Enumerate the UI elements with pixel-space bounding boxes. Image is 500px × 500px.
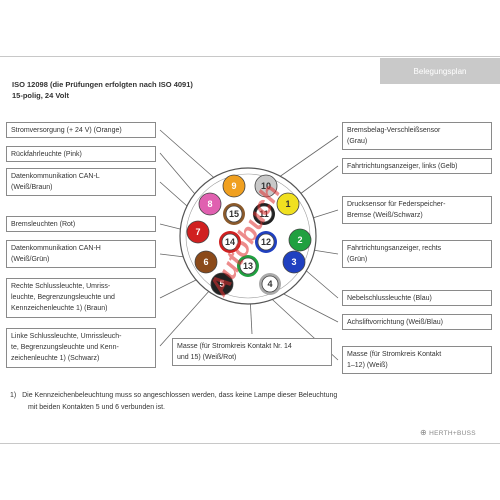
pin-11-number: 11 [259,209,269,219]
pin-9 [222,174,246,198]
diagram-title: ISO 12098 (die Prüfungen erfolgten nach … [12,80,193,89]
label-left-tail-light: Linke Schlussleuchte, Umrissleuch-te, Be… [6,328,156,368]
label-pressure-sensor: Drucksensor für Federspeicher- Bremse (We… [342,196,492,224]
pointer-line-12 [275,289,339,323]
pin-2 [288,228,312,252]
label-power-supply: Stromversorgung (+ 24 V) (Orange) [6,122,156,138]
label-can-low: Datenkommunikation CAN-L (Weiß/Braun) [6,168,156,196]
pin-10-number: 10 [261,181,271,191]
footnote-line2: mit beiden Kontakten 5 und 6 verbunden i… [28,404,165,411]
footnote-text-1: Die Kennzeichenbeleuchtung muss so anges… [22,392,338,399]
pin-4-number: 4 [267,279,272,289]
header-tab: Belegungsplan [380,58,500,84]
label-right-4-line-1: Nebelschlussleuchte (Blau) [347,295,432,302]
brand-icon: ⊕ [420,428,428,437]
label-left-2-line-1: Datenkommunikation CAN-L [11,173,100,180]
pin-7 [186,220,210,244]
pin-14 [221,233,239,251]
label-brake-wear-sensor: Bremsbelag-Verschleißsensor (Grau) [342,122,492,150]
label-reverse-light: Rückfahrleuchte (Pink) [6,146,156,162]
label-fog-light: Nebelschlussleuchte (Blau) [342,290,492,306]
label-right-1-line-1: Fahrtrichtungsanzeiger, links (Gelb) [347,163,458,170]
label-left-4-line-1: Datenkommunikation CAN-H [11,245,101,252]
label-right-3-line-1: Fahrtrichtungsanzeiger, rechts [347,245,442,252]
pin-15 [225,205,243,223]
pin-5-number: 5 [219,279,224,289]
label-left-5-line-3: Kennzeichenleuchte 1) (Braun) [11,305,108,312]
pin-15-number: 15 [229,209,239,219]
label-brake-lights: Bremsleuchten (Rot) [6,216,156,232]
label-right-6-line-1: Masse (für Stromkreis Kontakt [347,351,442,358]
pin-13 [239,257,257,275]
pin-3 [282,250,306,274]
label-left-6-line-2: te, Begrenzungsleuchte und Kenn- [11,344,119,351]
pin-11 [255,205,273,223]
label-axle-lift: Achsliftvorrichtung (Weiß/Blau) [342,314,492,330]
pin-4 [261,275,279,293]
pin-1-number: 1 [285,199,290,209]
pointer-line-6 [159,289,211,347]
label-turn-right: Fahrtrichtungsanzeiger, rechts (Grün) [342,240,492,268]
pin-5 [210,272,234,296]
pin-8-number: 8 [207,199,212,209]
pointer-line-0 [159,129,221,184]
page-frame [0,56,500,444]
label-right-tail-light: Rechte Schlussleuchte, Umriss-leuchte, B… [6,278,156,318]
label-right-5-line-1: Achsliftvorrichtung (Weiß/Blau) [347,319,443,326]
pin-1 [276,192,300,216]
footnote-line1: 1) Die Kennzeichenbeleuchtung muss so an… [10,392,337,399]
label-turn-left: Fahrtrichtungsanzeiger, links (Gelb) [342,158,492,174]
pin-14-number: 14 [225,237,235,247]
label-left-1-line-1: Rückfahrleuchte (Pink) [11,151,82,158]
pointer-line-7 [271,135,339,183]
label-bottom-line-1: Masse (für Stromkreis Kontakt Nr. 14 [177,343,292,350]
pin-13-number: 13 [243,261,253,271]
label-right-0-line-1: Bremsbelag-Verschleißsensor [347,127,441,134]
label-left-5-line-2: leuchte, Begrenzungsleuchte und [11,294,115,301]
pin-6 [194,250,218,274]
brand-logo: ⊕ HERTH+BUSS [420,428,476,437]
pin-6-number: 6 [203,257,208,267]
label-left-2-line-2: (Weiß/Braun) [11,184,53,191]
label-right-2-line-2: Bremse (Weiß/Schwarz) [347,212,423,219]
label-left-4-line-2: (Weiß/Grün) [11,256,50,263]
label-right-6-line-2: 1–12) (Weiß) [347,362,388,369]
footnote-marker: 1) [10,392,17,399]
label-right-2-line-1: Drucksensor für Federspeicher- [347,201,446,208]
pin-9-number: 9 [231,181,236,191]
label-left-6-line-3: zeichenleuchte 1) (Schwarz) [11,355,100,362]
pin-7-number: 7 [195,227,200,237]
label-bottom-line-2: und 15) (Weiß/Rot) [177,354,237,361]
label-right-3-line-2: (Grün) [347,256,368,263]
label-left-0-line-1: Stromversorgung (+ 24 V) (Orange) [11,127,122,134]
label-ground-14-15: Masse (für Stromkreis Kontakt Nr. 14 und … [172,338,332,366]
pin-10 [254,174,278,198]
label-can-high: Datenkommunikation CAN-H (Weiß/Grün) [6,240,156,268]
pin-3-number: 3 [291,257,296,267]
label-right-0-line-2: (Grau) [347,138,368,145]
label-left-6-line-1: Linke Schlussleuchte, Umrissleuch- [11,333,122,340]
pin-12 [257,233,275,251]
label-left-5-line-1: Rechte Schlussleuchte, Umriss- [11,283,111,290]
pointer-line-1 [159,152,201,201]
diagram-subtitle: 15-polig, 24 Volt [12,91,69,100]
pin-12-number: 12 [261,237,271,247]
label-left-3-line-1: Bremsleuchten (Rot) [11,221,76,228]
pin-8 [198,192,222,216]
pin-2-number: 2 [297,235,302,245]
brand-name: HERTH+BUSS [429,430,476,437]
label-ground-1-12: Masse (für Stromkreis Kontakt 1–12) (Weiß… [342,346,492,374]
